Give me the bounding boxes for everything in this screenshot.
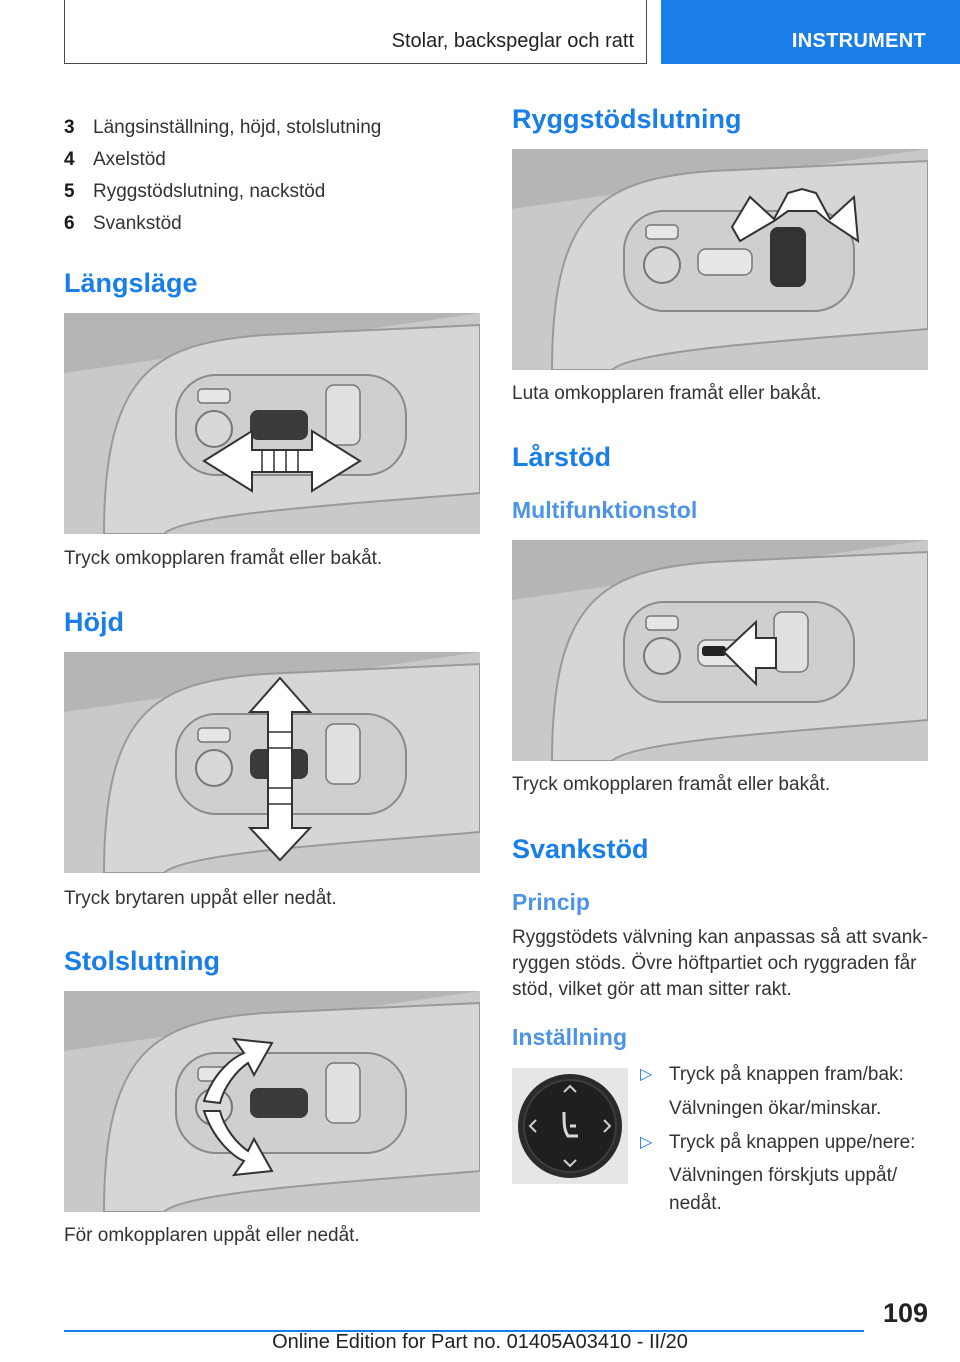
step-item: ▷ Tryck på knappen fram/bak: (638, 1062, 938, 1088)
lumbar-support-controller-photo (512, 1068, 628, 1184)
item-number: 5 (64, 181, 75, 202)
caption-stolslutning: För omkopplaren uppåt eller nedåt. (64, 1225, 360, 1246)
item-text: Ryggstödslutning, nackstöd (93, 181, 326, 202)
item-number: 3 (64, 117, 75, 138)
item-text: Axelstöd (93, 149, 166, 170)
step-action: Tryck på knappen fram/bak: (669, 1064, 904, 1085)
seat-switch-photo-seat-tilt (64, 991, 480, 1212)
subheading-multifunktionstol: Multifunktionstol (512, 497, 698, 523)
caption-langslage: Tryck omkopplaren framåt eller bakåt. (64, 548, 383, 569)
item-number: 6 (64, 213, 75, 234)
control-legend-list: 3 Längsinställning, höjd, stolslutning 4… (64, 112, 381, 240)
step-result: Välvningen ökar/minskar. (669, 1098, 882, 1119)
princip-text: Ryggstödets välvning kan anpassas så att… (512, 927, 929, 1000)
footer-divider (64, 1330, 864, 1332)
seat-switch-photo-height (64, 652, 480, 873)
section-tab: INSTRUMENT (661, 0, 960, 64)
heading-ryggstodslutning: Ryggstödslutning (512, 104, 742, 134)
caption-hojd: Tryck brytaren uppåt eller nedåt. (64, 888, 337, 909)
list-item: 4 Axelstöd (64, 144, 381, 176)
heading-svankstod: Svankstöd (512, 834, 649, 864)
subheading-installning: Inställning (512, 1024, 627, 1050)
caption-ryggstodslutning: Luta omkopplaren framåt eller bakåt. (512, 383, 822, 404)
heading-stolslutning: Stolslutning (64, 946, 220, 976)
adjustment-steps: ▷ Tryck på knappen fram/bak: Välvningen … (638, 1062, 938, 1224)
chapter-tab: Stolar, backspeglar och ratt (64, 0, 647, 64)
seat-switch-photo-longitudinal (64, 313, 480, 534)
heading-larstod: Lårstöd (512, 442, 612, 472)
section-title: INSTRUMENT (791, 30, 926, 52)
item-number: 4 (64, 149, 75, 170)
bullet-triangle-icon: ▷ (640, 1066, 653, 1083)
subheading-princip: Princip (512, 889, 590, 915)
seat-switch-photo-thigh-support (512, 540, 928, 761)
chapter-title: Stolar, backspeglar och ratt (391, 30, 634, 52)
heading-langslage: Längsläge (64, 268, 198, 298)
item-text: Svankstöd (93, 213, 182, 234)
step-item: ▷ Tryck på knappen uppe/nere: (638, 1130, 938, 1156)
caption-larstod: Tryck omkopplaren framåt eller bakåt. (512, 774, 831, 795)
bullet-triangle-icon: ▷ (640, 1134, 653, 1151)
step-result: Välvningen förskjuts uppåt/ nedåt. (669, 1165, 898, 1214)
list-item: 6 Svankstöd (64, 208, 381, 240)
list-item: 3 Längsinställning, höjd, stolslutning (64, 112, 381, 144)
heading-hojd: Höjd (64, 607, 124, 637)
page-header: Stolar, backspeglar och ratt INSTRUMENT (0, 0, 960, 66)
item-text: Längsinställning, höjd, stolslutning (93, 117, 382, 138)
step-action: Tryck på knappen uppe/nere: (669, 1132, 916, 1153)
seat-switch-photo-backrest (512, 149, 928, 370)
page-number: 109 (882, 1298, 928, 1328)
list-item: 5 Ryggstödslutning, nackstöd (64, 176, 381, 208)
footer-edition-text: Online Edition for Part no. 01405A03410 … (272, 1331, 688, 1353)
